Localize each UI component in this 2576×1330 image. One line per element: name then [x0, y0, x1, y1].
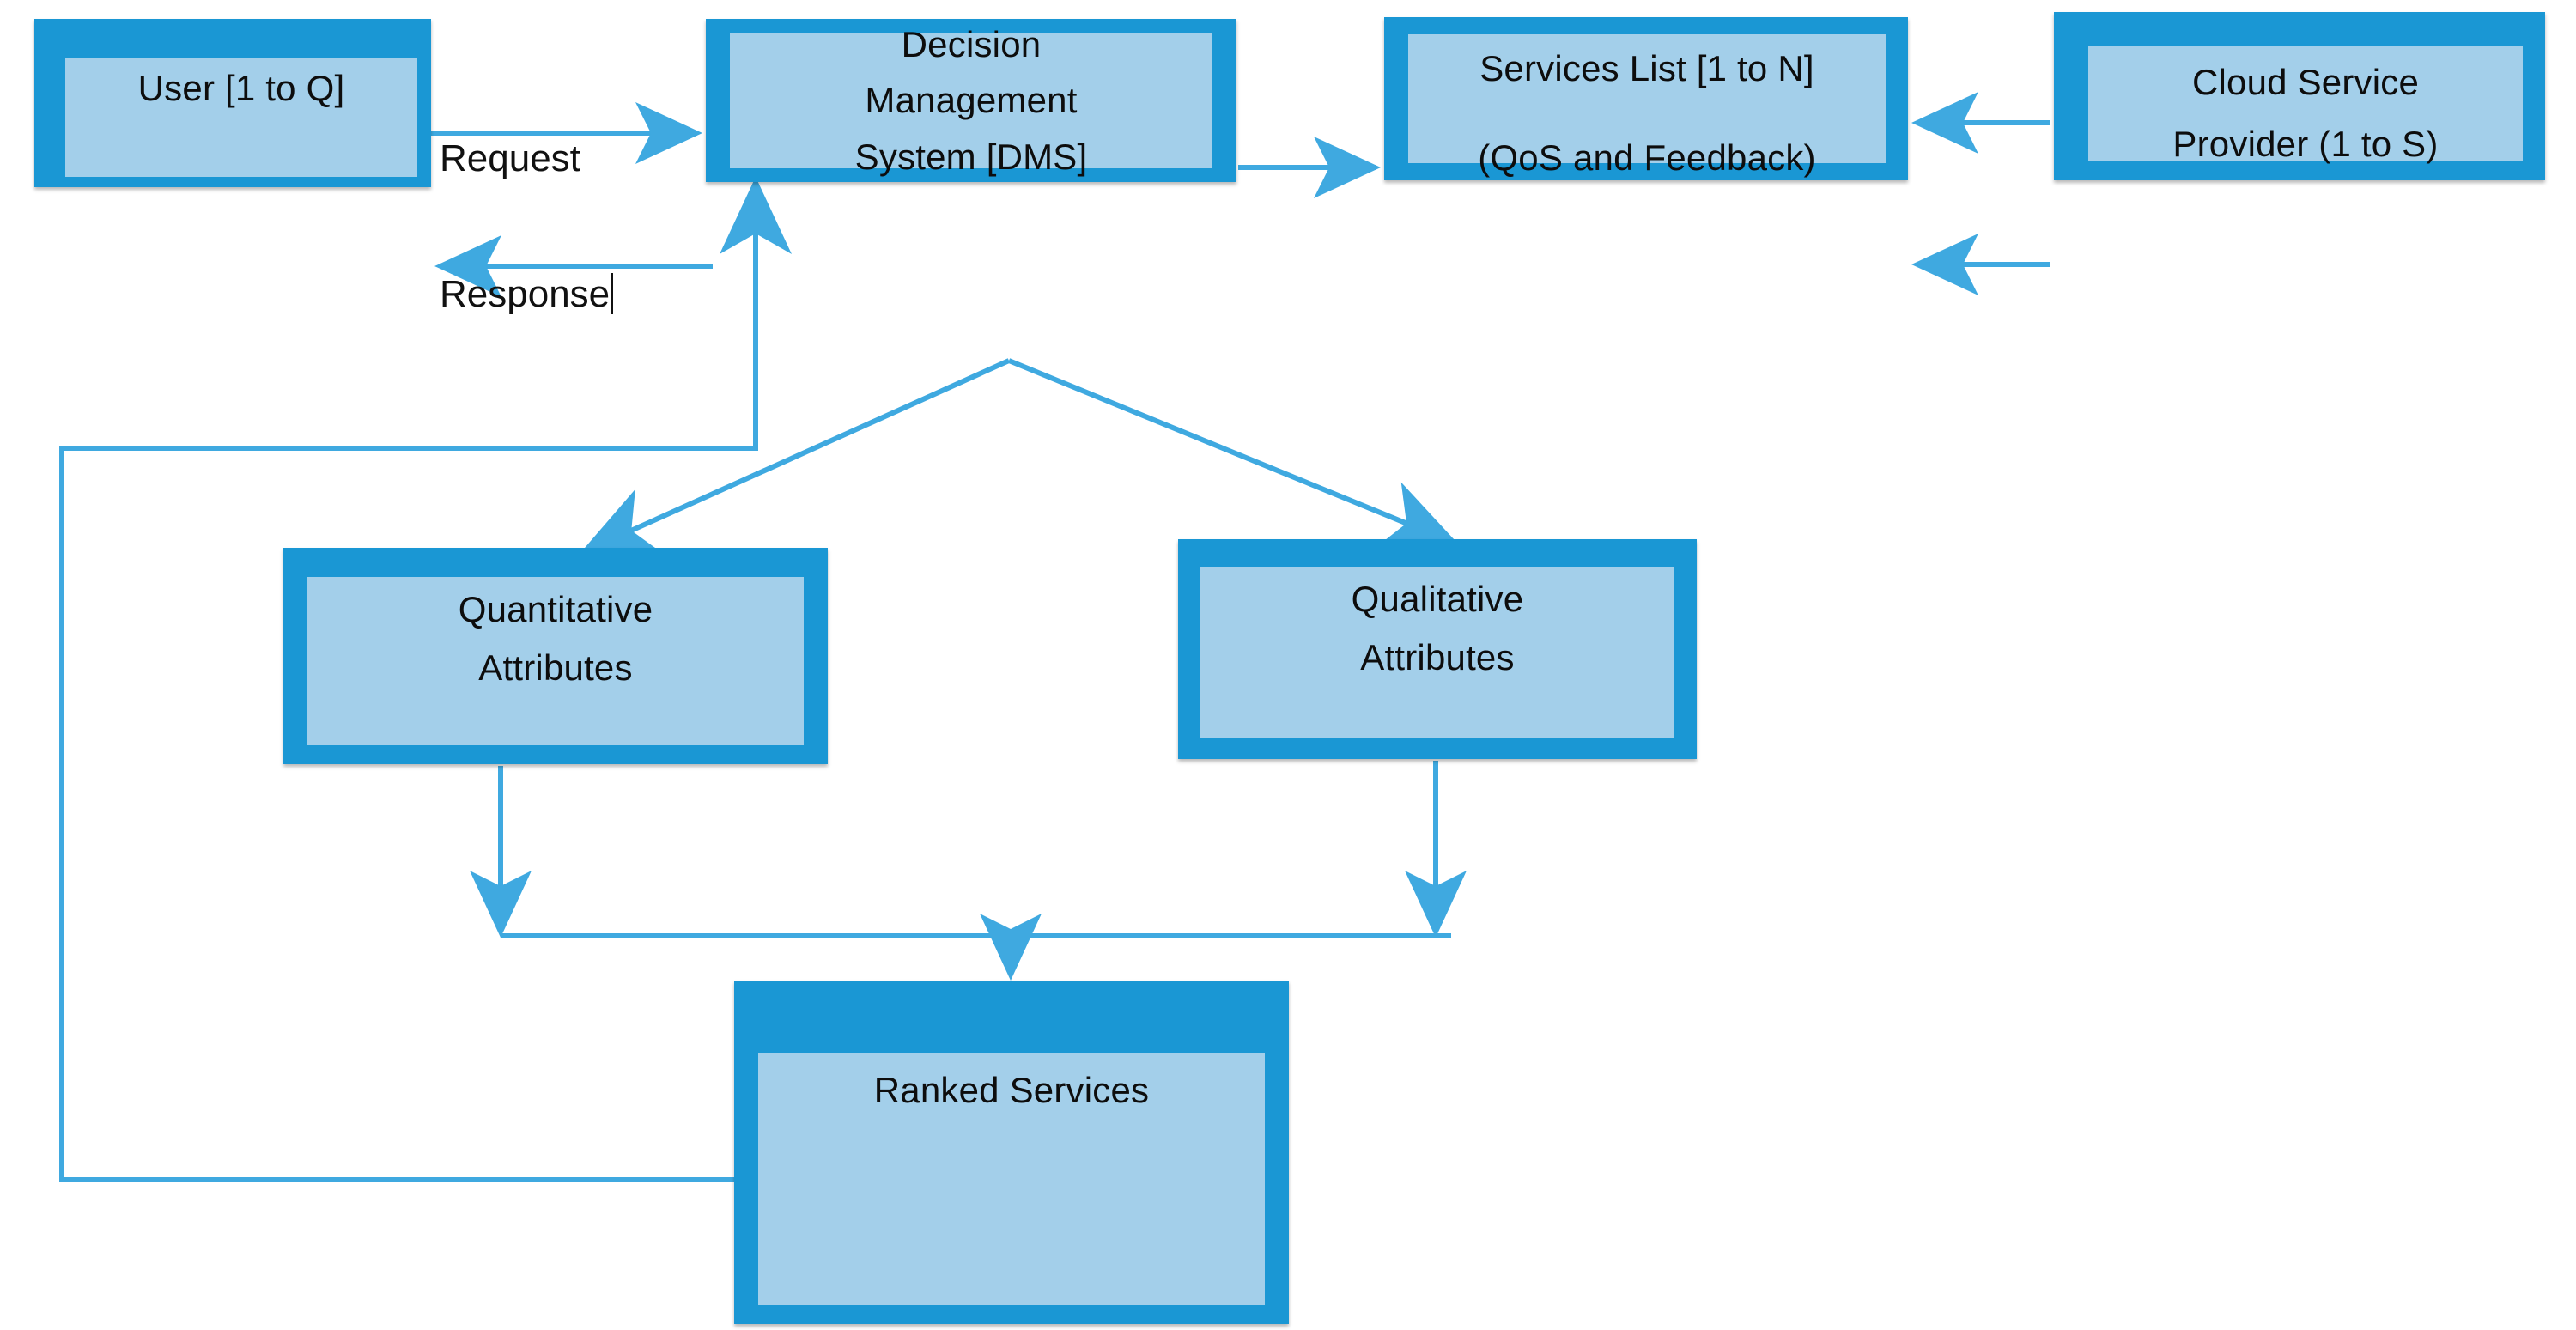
text-cursor-caret [611, 273, 614, 314]
edge-dms-to-qual [1007, 358, 1460, 550]
node-quant-label-line2: Attributes [478, 647, 633, 688]
node-services-label-line2: (QoS and Feedback) [1478, 137, 1816, 178]
node-dms-label-line1: Decision [901, 23, 1042, 64]
node-quant-panel: Quantitative Attributes [307, 577, 804, 745]
edge-label-response-wrap: Response [440, 273, 614, 316]
node-dms-label-line3: System [DMS] [854, 136, 1088, 177]
node-cloud-service-provider[interactable]: Cloud Service Provider (1 to S) [2054, 12, 2545, 180]
node-services-list[interactable]: Services List [1 to N] (QoS and Feedback… [1384, 17, 1908, 180]
edge-label-request: Request [440, 137, 580, 179]
node-qual-label-line2: Attributes [1360, 636, 1515, 677]
node-ranked-panel: Ranked Services [758, 1053, 1265, 1305]
node-provider-label-line2: Provider (1 to S) [2172, 123, 2439, 164]
node-provider-label-line1: Cloud Service [2191, 62, 2420, 102]
node-user-panel: User [1 to Q] [65, 58, 417, 177]
node-qualitative-attributes[interactable]: Qualitative Attributes [1178, 539, 1697, 759]
node-ranked-services[interactable]: Ranked Services [734, 981, 1289, 1324]
node-dms-label-line2: Management [865, 80, 1078, 121]
node-qual-panel: Qualitative Attributes [1200, 567, 1674, 738]
node-quantitative-attributes[interactable]: Quantitative Attributes [283, 548, 828, 764]
node-decision-management-system[interactable]: Decision Management System [DMS] [706, 19, 1236, 182]
edge-label-response: Response [440, 273, 611, 315]
node-provider-panel: Cloud Service Provider (1 to S) [2088, 46, 2523, 164]
node-user[interactable]: User [1 to Q] [34, 19, 431, 187]
node-quant-label-line1: Quantitative [458, 589, 653, 629]
node-user-label: User [1 to Q] [137, 68, 345, 108]
node-services-panel: Services List [1 to N] (QoS and Feedback… [1408, 34, 1886, 178]
node-ranked-label: Ranked Services [873, 1070, 1150, 1110]
edge-dms-to-quant [580, 358, 1011, 556]
node-dms-panel: Decision Management System [DMS] [730, 24, 1212, 177]
node-services-label-line1: Services List [1 to N] [1479, 48, 1814, 88]
node-qual-label-line1: Qualitative [1351, 579, 1524, 619]
